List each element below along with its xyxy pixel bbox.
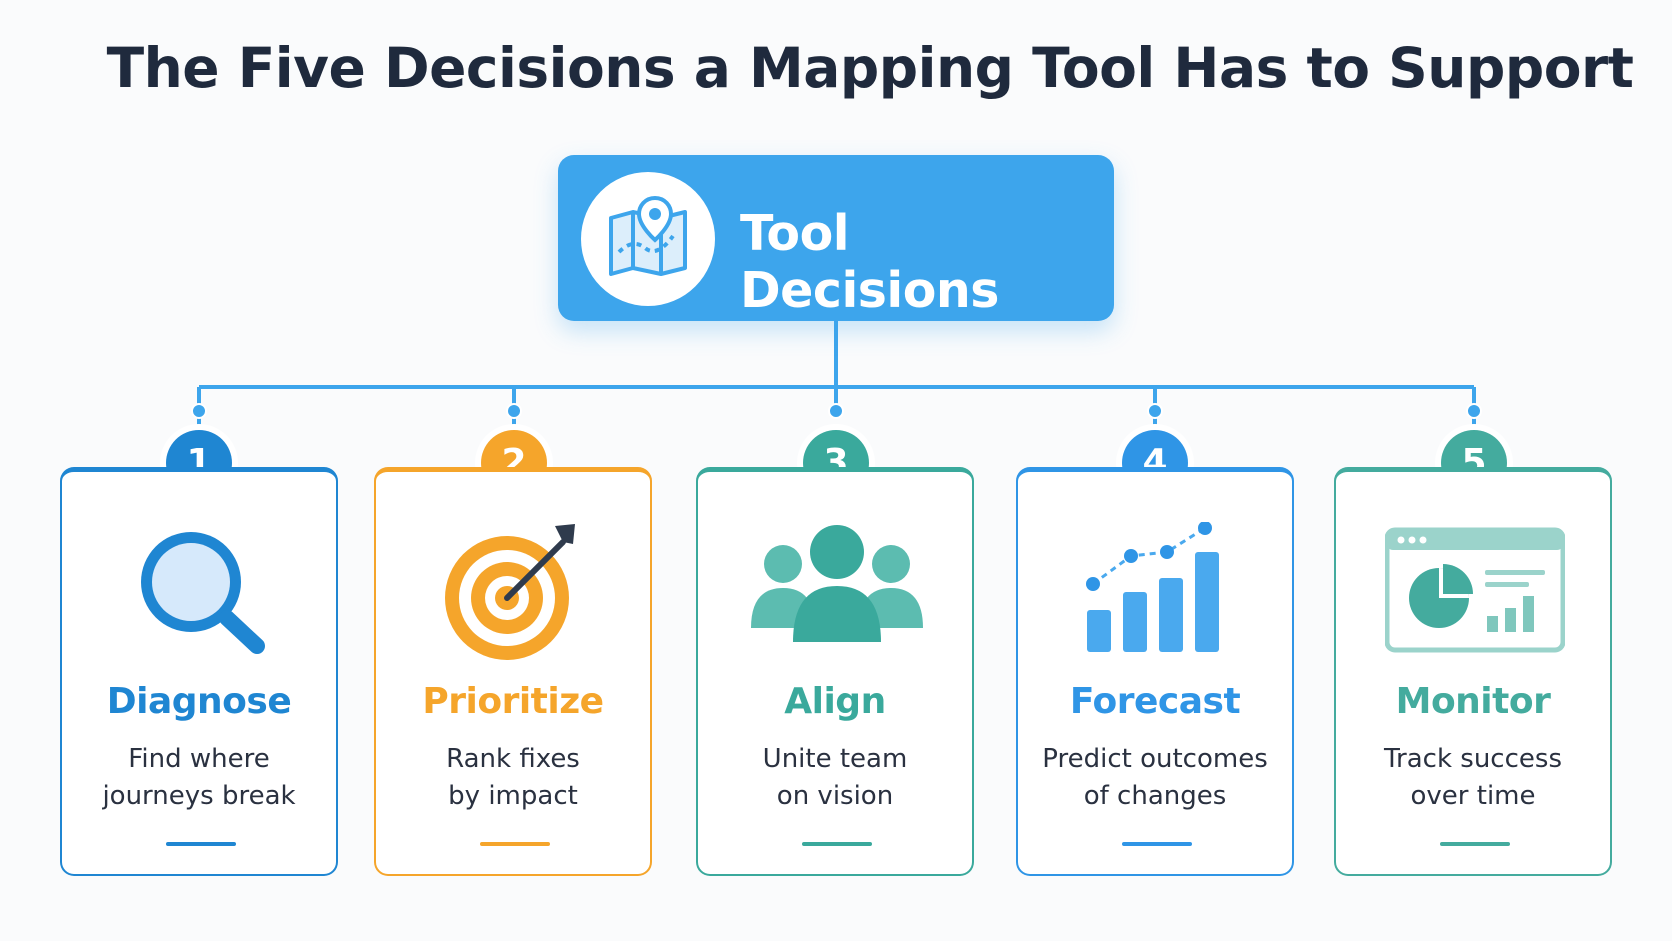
map-pin-icon: [609, 195, 687, 276]
card-description: Track success over time: [1336, 741, 1610, 815]
card-description: Predict outcomes of changes: [1018, 741, 1292, 815]
card-desc-line: Track success: [1383, 744, 1562, 774]
decision-card-forecast[interactable]: Forecast Predict outcomes of changes: [1016, 467, 1294, 876]
decision-card-prioritize[interactable]: Prioritize Rank fixes by impact: [374, 467, 652, 876]
card-accent-line: [802, 842, 872, 846]
card-accent-line: [1440, 842, 1510, 846]
page-title: The Five Decisions a Mapping Tool Has to…: [106, 36, 1634, 100]
card-title: Forecast: [1069, 681, 1241, 722]
decision-card-align[interactable]: Align Unite team on vision: [696, 467, 974, 876]
magnifier-icon: [141, 532, 265, 654]
root-icon-circle: [581, 172, 715, 306]
card-desc-line: Rank fixes: [446, 744, 580, 774]
card-title: Monitor: [1395, 681, 1551, 722]
decision-card-monitor[interactable]: Monitor Track success over time: [1334, 467, 1612, 876]
card-accent-line: [166, 842, 236, 846]
card-desc-line: by impact: [448, 781, 578, 811]
target-icon: [445, 524, 575, 660]
card-desc-line: of changes: [1083, 781, 1227, 811]
card-title: Align: [784, 681, 886, 722]
card-desc-line: Unite team: [762, 744, 908, 774]
growth-chart-icon: [1086, 522, 1219, 652]
card-desc-line: Predict outcomes: [1042, 744, 1268, 774]
card-description: Rank fixes by impact: [376, 741, 650, 815]
team-icon: [751, 525, 923, 642]
card-accent-line: [480, 842, 550, 846]
card-title: Prioritize: [422, 681, 604, 722]
card-desc-line: journeys break: [102, 781, 296, 811]
root-label: Tool Decisions: [740, 205, 999, 319]
card-title: Diagnose: [106, 681, 292, 722]
card-accent-line: [1122, 842, 1192, 846]
card-description: Find where journeys break: [62, 741, 336, 815]
dashboard-icon: [1385, 527, 1565, 653]
card-description: Unite team on vision: [698, 741, 972, 815]
card-desc-line: over time: [1410, 781, 1536, 811]
card-desc-line: Find where: [128, 744, 270, 774]
decision-card-diagnose[interactable]: Diagnose Find where journeys break: [60, 467, 338, 876]
root-node[interactable]: Tool Decisions: [558, 155, 1114, 321]
card-desc-line: on vision: [776, 781, 894, 811]
